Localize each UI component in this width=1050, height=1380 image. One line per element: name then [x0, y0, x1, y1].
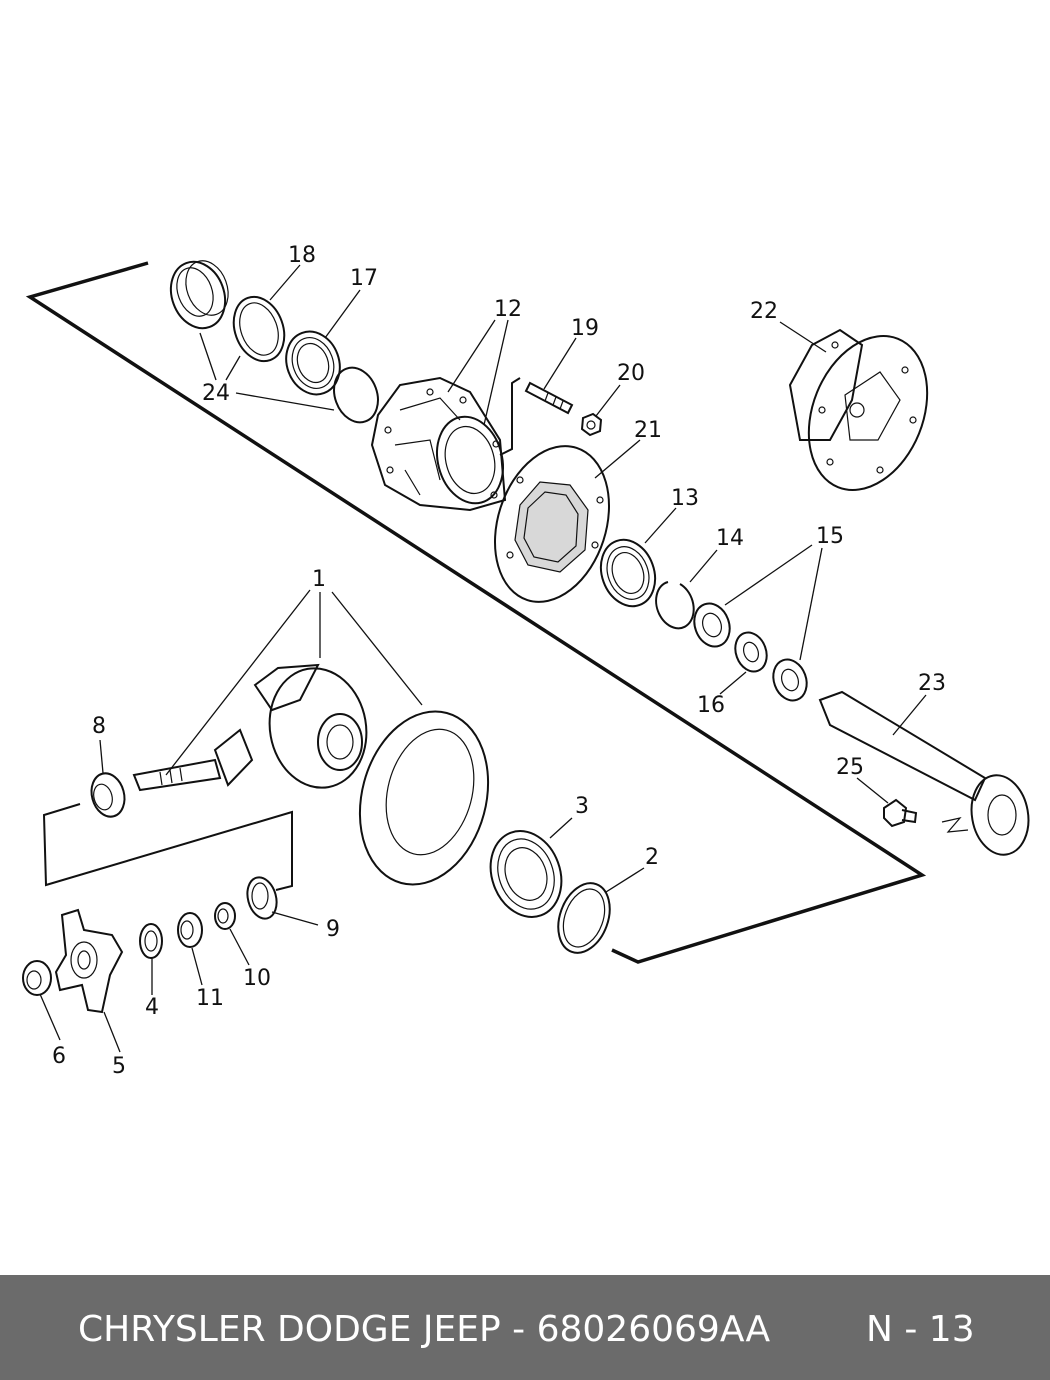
- callout-24: 24: [202, 381, 230, 406]
- part-1-differential-assembly: [132, 663, 368, 792]
- footer-part-title: CHRYSLER DODGE JEEP - 68026069AA: [78, 1309, 771, 1350]
- callout-21: 21: [634, 418, 662, 443]
- callout-2: 2: [645, 845, 659, 870]
- part-6-nut: [214, 902, 236, 930]
- callout-labels: 18 17 12 19 20 21 22 24 13 14 15 16 23 2…: [52, 243, 946, 1079]
- part-21-retainer-plate: [494, 445, 610, 603]
- callout-10: 5: [112, 1054, 126, 1079]
- callout-18: 18: [288, 243, 316, 268]
- callout-20: 20: [617, 361, 645, 386]
- part-19-stud: [524, 381, 574, 415]
- part-3-bearing: [489, 830, 563, 918]
- part-5-seal: [246, 876, 278, 920]
- part-8-washer: [177, 912, 203, 948]
- callout-19: 19: [571, 316, 599, 341]
- part-1-ring-gear: [358, 710, 490, 886]
- part-24-bearing-cup: [169, 260, 229, 330]
- part-24-o-ring: [333, 366, 379, 424]
- part-17-bearing: [285, 330, 341, 396]
- callout-16: 16: [697, 693, 725, 718]
- callout-13: 13: [671, 486, 699, 511]
- part-4-seal: [90, 772, 126, 818]
- callout-1: 1: [312, 567, 326, 592]
- assembly-frame-upper: [25, 261, 927, 964]
- part-10-yoke-flange: [54, 908, 124, 1014]
- part-13-bearing: [599, 538, 657, 608]
- part-18-seal: [232, 295, 286, 363]
- part-12-case-housing: [370, 376, 507, 512]
- callout-15: 15: [816, 524, 844, 549]
- leader-lines: [39, 264, 927, 1053]
- exploded-parts-diagram: 18 17 12 19 20 21 22 24 13 14 15 16 23 2…: [22, 243, 1030, 1079]
- callout-22: 22: [750, 299, 778, 324]
- part-2-ring: [557, 882, 611, 954]
- part-11-nut: [22, 960, 52, 996]
- callout-23: 23: [918, 671, 946, 696]
- callout-8: 11: [196, 986, 224, 1011]
- callout-6: 10: [243, 966, 271, 991]
- footer-bar: CHRYSLER DODGE JEEP - 68026069AA N - 13: [0, 1275, 1050, 1380]
- callout-17: 17: [350, 266, 378, 291]
- callout-14: 14: [716, 526, 744, 551]
- part-15-lock-washer: [693, 602, 808, 702]
- part-22-cover-housing: [788, 328, 929, 491]
- callout-3: 3: [575, 794, 589, 819]
- callout-5: 9: [326, 917, 340, 942]
- part-25-bolt: [883, 798, 918, 828]
- callout-11: 6: [52, 1044, 66, 1069]
- part-23-output-shaft: [818, 690, 1030, 856]
- part-9-seal: [139, 923, 163, 959]
- callout-12: 12: [494, 297, 522, 322]
- assembly-frame-pinion: [42, 803, 293, 891]
- footer-page-ref: N - 13: [866, 1309, 975, 1350]
- assembly-frame-stud: [499, 377, 521, 456]
- part-14-snap-ring: [655, 581, 695, 630]
- part-20-nut: [580, 412, 603, 437]
- part-16-spanner-nut: [734, 631, 768, 673]
- callout-9: 4: [145, 995, 159, 1020]
- callout-4: 8: [92, 714, 106, 739]
- callout-25: 25: [836, 755, 864, 780]
